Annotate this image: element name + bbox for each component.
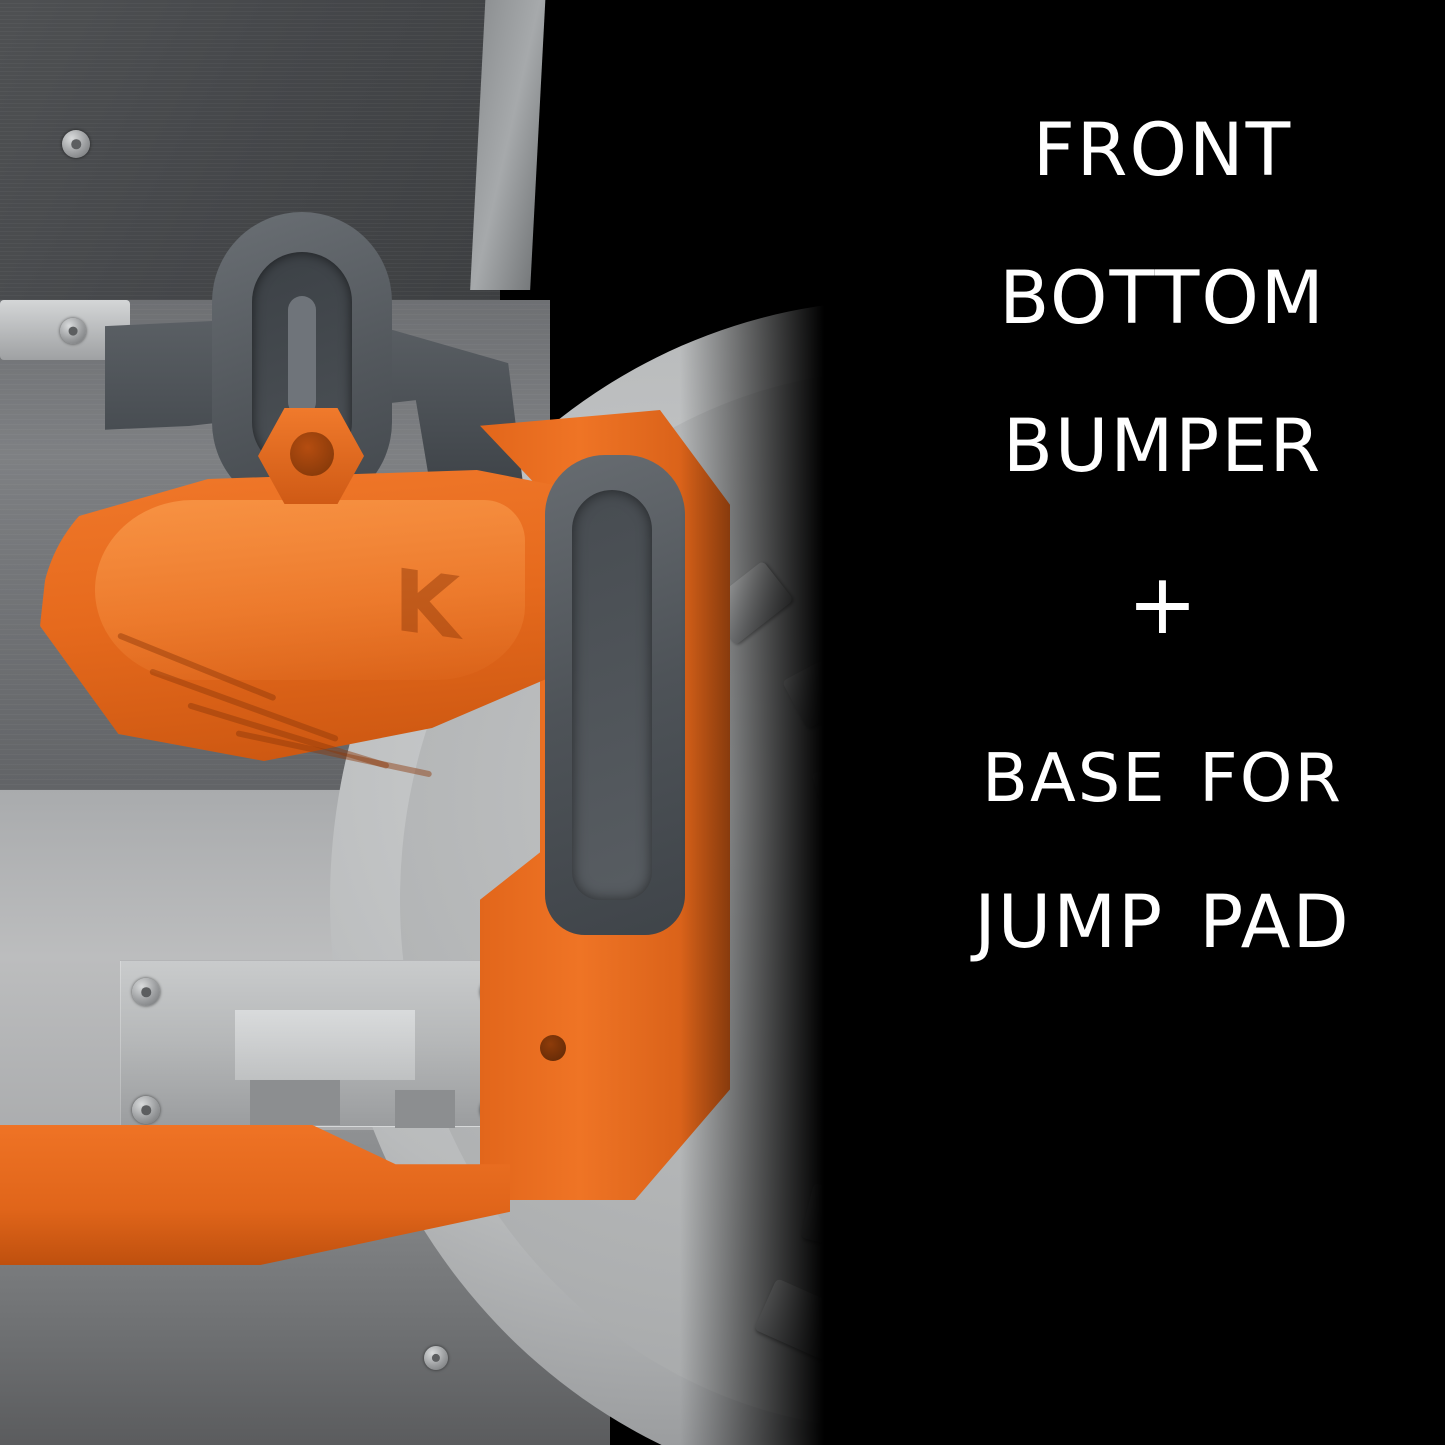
caption-line-3: Bumper: [1002, 374, 1323, 496]
screw-icon: [424, 1346, 448, 1370]
screw-icon: [132, 1096, 160, 1124]
bumper-bolt-hole: [540, 1035, 566, 1061]
caption-line-1: Front: [1032, 78, 1293, 200]
grey-grip-handle-inner: [572, 490, 652, 900]
caption-line-4: Base for: [981, 712, 1343, 824]
caption-panel: Front Bottom Bumper + Base for Jump Pad: [880, 0, 1445, 1445]
screw-icon: [60, 318, 86, 344]
product-photo: K: [0, 0, 880, 1445]
underside-plate-inner: [235, 1010, 415, 1080]
screw-icon: [62, 130, 90, 158]
underside-plate-slot: [250, 1080, 340, 1125]
photo-edge-fade: [680, 0, 880, 1445]
adjustment-slot: [288, 296, 316, 416]
caption-line-5: Jump Pad: [974, 850, 1351, 972]
caption-line-2: Bottom: [999, 226, 1326, 348]
adjustment-knob-center: [290, 432, 334, 476]
bumper-arm-highlight: [95, 500, 525, 680]
screw-icon: [132, 978, 160, 1006]
caption-plus-separator: +: [1127, 555, 1198, 653]
brand-logo: K: [393, 550, 461, 660]
underside-plate-slot: [395, 1090, 455, 1128]
